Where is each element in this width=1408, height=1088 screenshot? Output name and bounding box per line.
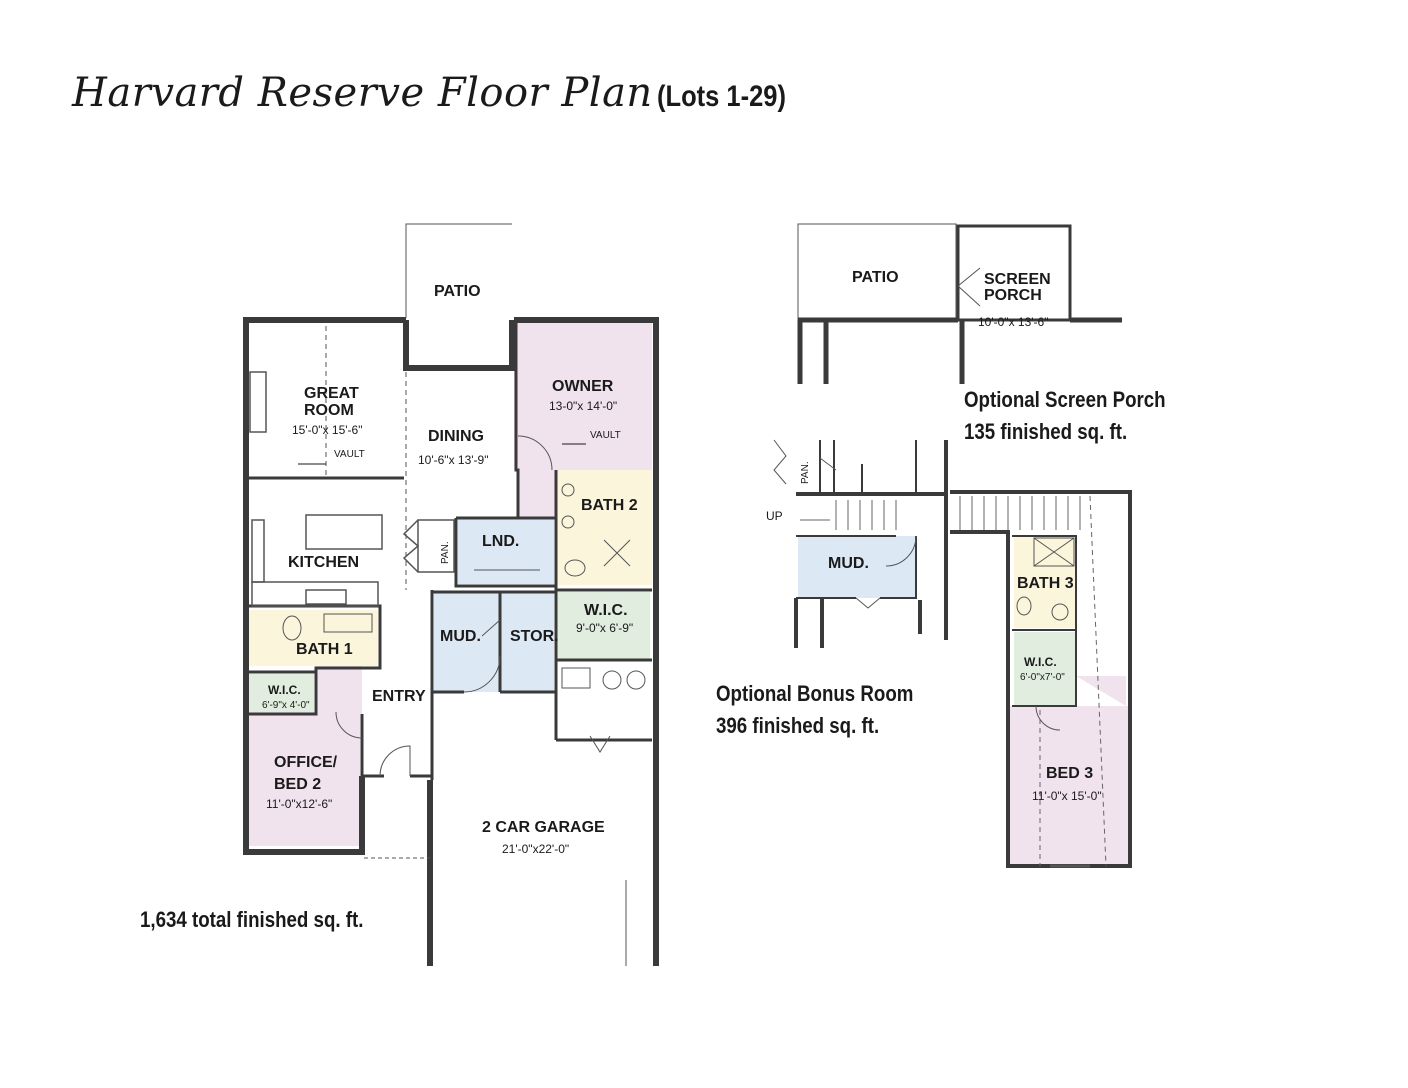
kitchen-label: KITCHEN [288, 554, 359, 571]
bonus-mud-label: MUD. [828, 555, 869, 572]
bath3-label: BATH 3 [1017, 575, 1074, 592]
office-label-2: BED 2 [274, 776, 321, 793]
owner-hall-fill [518, 470, 556, 518]
main-floor-plan: PATIO GREAT ROOM 15'-0"x 15'-6" VAULT DI… [243, 223, 659, 966]
title-script: Harvard Reserve Floor Plan [72, 70, 653, 116]
wic-small-label: W.I.C. [268, 683, 301, 697]
screen-porch-caption-2: 135 finished sq. ft. [964, 419, 1128, 444]
wic-main-label: W.I.C. [584, 602, 628, 619]
bath1-label: BATH 1 [296, 641, 353, 658]
great-room-label-1: GREAT [304, 385, 359, 402]
bath1-fill [248, 610, 378, 666]
porch-patio-label: PATIO [852, 269, 899, 286]
great-room-vault: VAULT [334, 449, 365, 460]
bonus-room-plan: UP PAN. MUD. BATH 3 W.I.C. 6'-0"x7'-0" B… [766, 439, 1132, 868]
office-dim: 11'-0"x12'-6" [266, 797, 332, 811]
great-room-dim: 15'-0"x 15'-6" [292, 423, 362, 437]
screen-porch-dim: 10'-0"x 13'-6" [978, 315, 1048, 329]
dining-label: DINING [428, 428, 484, 445]
screen-porch-caption-1: Optional Screen Porch [964, 387, 1166, 412]
wic-main-dim: 9'-0"x 6'-9" [576, 621, 633, 635]
screen-porch-plan: PATIO SCREEN PORCH 10'-0"x 13'-6" [797, 223, 1122, 384]
owner-room-fill [514, 322, 652, 470]
office-label-1: OFFICE/ [274, 754, 338, 771]
garage-dim: 21'-0"x22'-0" [502, 842, 569, 856]
wic-main-fill [556, 592, 650, 660]
lnd-label: LND. [482, 533, 519, 550]
owner-dim: 13-0"x 14'-0" [549, 399, 617, 413]
wic-small-fill [248, 674, 314, 712]
bonus-pan-label: PAN. [800, 461, 811, 484]
office-fill [248, 712, 360, 846]
screen-porch-label-1: SCREEN [984, 271, 1051, 288]
screen-porch-label-2: PORCH [984, 287, 1042, 304]
office-hall-fill [316, 666, 362, 714]
lnd-fill [458, 518, 554, 584]
bath2-label: BATH 2 [581, 497, 638, 514]
bonus-caption-1: Optional Bonus Room [716, 681, 914, 706]
total-sqft: 1,634 total finished sq. ft. [140, 907, 364, 932]
bed3-label: BED 3 [1046, 765, 1093, 782]
bonus-wic-label: W.I.C. [1024, 655, 1057, 669]
garage-label: 2 CAR GARAGE [482, 819, 605, 836]
main-patio-label: PATIO [434, 283, 481, 300]
bed3-dim: 11'-0"x 15'-0" [1032, 789, 1102, 803]
bonus-wic-dim: 6'-0"x7'-0" [1020, 672, 1065, 683]
owner-label: OWNER [552, 378, 614, 395]
great-room-label-2: ROOM [304, 402, 354, 419]
bonus-up-label: UP [766, 509, 783, 523]
title-lots: (Lots 1-29) [657, 80, 787, 113]
pan-label: PAN. [440, 541, 451, 564]
entry-label: ENTRY [372, 688, 426, 705]
stor-label: STOR. [510, 628, 559, 645]
page-title: Harvard Reserve Floor Plan (Lots 1-29) [72, 70, 809, 116]
mud-label: MUD. [440, 628, 481, 645]
dining-dim: 10'-6"x 13'-9" [418, 453, 488, 467]
bonus-caption-2: 396 finished sq. ft. [716, 713, 880, 738]
wic-small-dim: 6'-9"x 4'-0" [262, 700, 310, 711]
owner-vault: VAULT [590, 430, 621, 441]
